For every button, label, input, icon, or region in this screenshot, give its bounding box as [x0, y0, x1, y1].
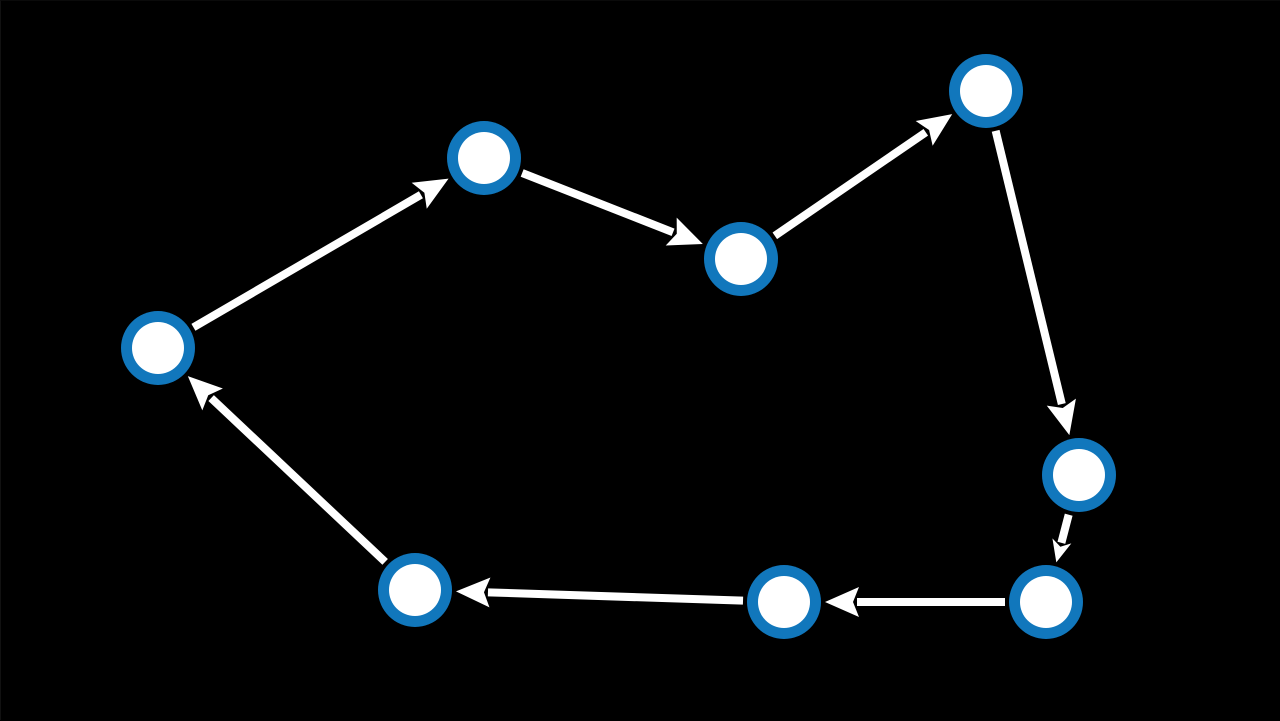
graph-edge[interactable] [455, 577, 744, 608]
graph-node[interactable] [1009, 565, 1083, 639]
node-core [715, 233, 767, 285]
graph-edge[interactable] [991, 129, 1076, 436]
edge-shaft [208, 395, 388, 565]
edge-shaft [520, 169, 675, 237]
node-core [1053, 449, 1105, 501]
graph-edge[interactable] [1052, 513, 1073, 563]
graph-node[interactable] [121, 311, 195, 385]
edge-arrowhead [411, 178, 449, 209]
graph-node[interactable] [447, 121, 521, 195]
graph-node[interactable] [378, 553, 452, 627]
edge-arrowhead [455, 577, 491, 608]
edge-arrowhead [665, 217, 703, 246]
node-core [758, 576, 810, 628]
graph-edge[interactable] [772, 114, 953, 240]
edge-shaft [191, 191, 423, 331]
edge-shaft [1057, 513, 1073, 544]
nodes-layer [121, 54, 1116, 639]
edge-arrowhead [187, 376, 223, 411]
node-core [458, 132, 510, 184]
edge-arrowhead [825, 587, 859, 617]
graph-edge[interactable] [825, 587, 1005, 617]
edge-shaft [991, 129, 1066, 405]
node-core [960, 65, 1012, 117]
graph-edge[interactable] [191, 178, 449, 331]
edges-layer [187, 114, 1076, 617]
graph-node[interactable] [704, 222, 778, 296]
node-core [1020, 576, 1072, 628]
edge-shaft [487, 588, 744, 605]
graph-edge[interactable] [520, 169, 703, 246]
edge-arrowhead [915, 114, 953, 146]
graph-node[interactable] [747, 565, 821, 639]
graph-edge[interactable] [187, 376, 388, 565]
edge-arrowhead [1046, 398, 1076, 436]
graph-node[interactable] [949, 54, 1023, 128]
node-core [132, 322, 184, 374]
graph-node[interactable] [1042, 438, 1116, 512]
node-core [389, 564, 441, 616]
edge-shaft [772, 128, 929, 240]
edge-arrowhead [1052, 538, 1072, 563]
